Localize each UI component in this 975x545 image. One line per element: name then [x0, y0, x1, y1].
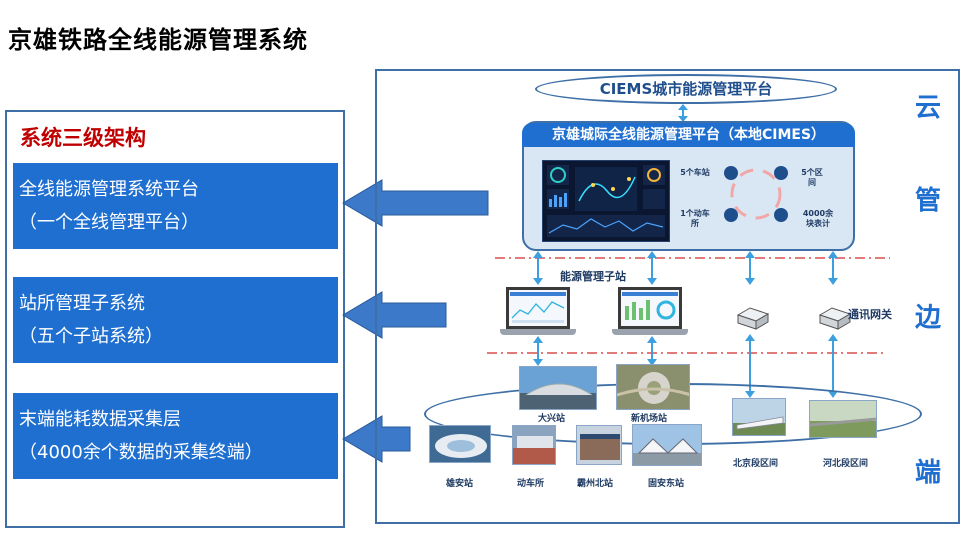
tier-collection-note: （4000余个数据的采集终端）	[19, 442, 263, 463]
layer-manage-label: 管	[915, 186, 942, 216]
arrow-substation-icon	[342, 291, 447, 339]
tier-substation-title: 站所管理子系统	[19, 293, 145, 314]
link-arrow-icon	[828, 334, 838, 398]
beijing-section-photo	[732, 398, 786, 436]
site-beijing-section: 北京段区间	[733, 459, 779, 469]
local-platform-title: 京雄城际全线能源管理平台（本地CIMES）	[522, 123, 855, 147]
new-airport-photo	[616, 364, 690, 410]
link-arrow-icon	[828, 251, 838, 285]
site-bazhou-north: 霸州北站	[577, 479, 614, 489]
gateway-label: 通讯网关	[848, 308, 892, 321]
tier-collection-box: 末端能耗数据采集层 （4000余个数据的采集终端）	[13, 393, 338, 479]
tier-substation-box: 站所管理子系统 （五个子站系统）	[13, 277, 338, 363]
cloud-link-icon	[678, 104, 688, 122]
ciems-cloud-platform: CIEMS城市能源管理平台	[535, 74, 837, 104]
site-xiongan: 雄安站	[446, 479, 474, 489]
xiongan-station-photo	[429, 425, 491, 463]
daxing-station-photo	[519, 366, 597, 410]
tier-platform-note: （一个全线管理平台）	[19, 212, 199, 233]
link-arrow-icon	[533, 336, 543, 366]
stat-stations: 5个车站	[680, 168, 710, 177]
tier-platform-box: 全线能源管理系统平台 （一个全线管理平台）	[13, 163, 338, 249]
stat-meters: 4000余块表计	[802, 209, 834, 228]
dashboard-screenshot	[542, 160, 670, 242]
hebei-section-photo	[809, 400, 877, 438]
tier-substation-note: （五个子站系统）	[19, 326, 163, 347]
site-hebei-section: 河北段区间	[823, 459, 869, 469]
stat-depot: 1个动车所	[680, 209, 710, 228]
layer-end-label: 端	[915, 458, 942, 488]
separator-line	[487, 352, 887, 354]
link-arrow-icon	[647, 251, 657, 285]
separator-line	[495, 257, 890, 259]
arrow-platform-icon	[342, 179, 489, 227]
layer-edge-label: 边	[915, 303, 942, 333]
tier-platform-title: 全线能源管理系统平台	[19, 179, 199, 200]
tier-collection-title: 末端能耗数据采集层	[19, 409, 181, 430]
system-diagram-panel	[375, 69, 960, 524]
bazhou-north-photo	[576, 425, 622, 465]
site-gu-an-east: 固安东站	[648, 479, 685, 489]
gu-an-east-photo	[632, 424, 702, 466]
layer-cloud-label: 云	[915, 93, 942, 123]
substation-label: 能源管理子站	[560, 270, 626, 283]
site-depot: 动车所	[517, 479, 545, 489]
link-arrow-icon	[745, 251, 755, 285]
architecture-panel	[5, 110, 345, 528]
gateway-device-icon	[818, 307, 852, 330]
architecture-heading: 系统三级架构	[20, 126, 146, 150]
link-arrow-icon	[647, 336, 657, 366]
link-arrow-icon	[533, 251, 543, 285]
site-new-airport: 新机场站	[631, 414, 668, 424]
gateway-device-icon	[736, 307, 770, 330]
page-title: 京雄铁路全线能源管理系统	[8, 26, 308, 54]
site-daxing: 大兴站	[538, 414, 566, 424]
stat-sections: 5个区间	[801, 168, 823, 187]
depot-photo	[512, 425, 556, 465]
cycle-diagram-icon	[724, 166, 788, 222]
